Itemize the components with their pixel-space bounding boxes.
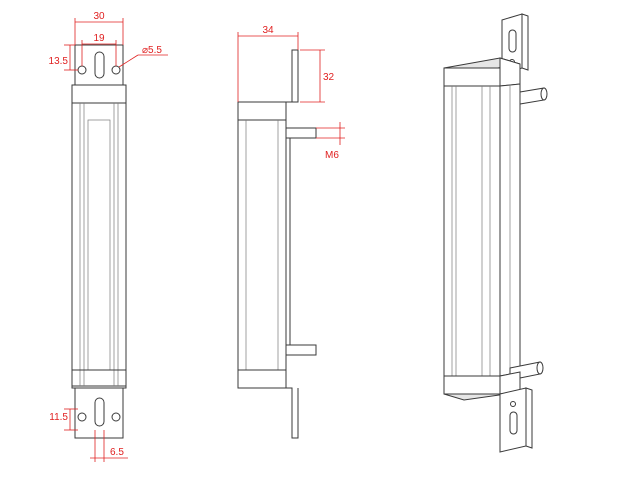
front-body <box>71 102 127 387</box>
side-bottom-cap <box>237 369 287 389</box>
front-top-hole-left <box>77 65 87 75</box>
front-top-hole-right <box>111 65 121 75</box>
dim-front-width: 30 <box>93 11 105 22</box>
isometric-view <box>443 13 548 453</box>
front-dimensions: 30 19 13.5 ⌀5.5 11.5 6.5 <box>49 11 168 462</box>
front-view <box>71 44 127 439</box>
front-top-cap <box>71 84 127 104</box>
side-top-cap <box>237 101 287 121</box>
dim-front-top-offset: 13.5 <box>49 56 69 67</box>
front-bottom-plate <box>74 387 124 439</box>
front-bottom-slot <box>94 397 105 427</box>
side-top-bracket <box>291 49 299 103</box>
side-bottom-stud <box>285 344 317 356</box>
side-top-stud <box>285 127 317 139</box>
front-bottom-hole-left <box>77 412 87 422</box>
iso-top-stud <box>519 87 545 105</box>
side-dimensions: 34 32 M6 <box>237 25 345 161</box>
dim-front-hole-spacing: 19 <box>93 33 105 44</box>
iso-bottom-cap <box>443 375 501 395</box>
side-body <box>237 119 287 371</box>
side-bottom-bracket <box>286 387 299 439</box>
dim-front-slot-width: 6.5 <box>110 447 124 458</box>
iso-body <box>443 85 501 377</box>
dim-side-depth: 34 <box>262 25 274 36</box>
side-view <box>237 49 317 439</box>
dim-side-bracket-height: 32 <box>323 72 335 83</box>
dim-side-thread: M6 <box>325 150 339 161</box>
iso-bottom-bracket <box>499 387 527 453</box>
dim-front-bottom-offset: 11.5 <box>49 412 68 423</box>
front-top-slot <box>94 51 105 79</box>
front-bottom-hole-right <box>111 412 121 422</box>
dim-front-hole-dia: ⌀5.5 <box>142 45 162 56</box>
